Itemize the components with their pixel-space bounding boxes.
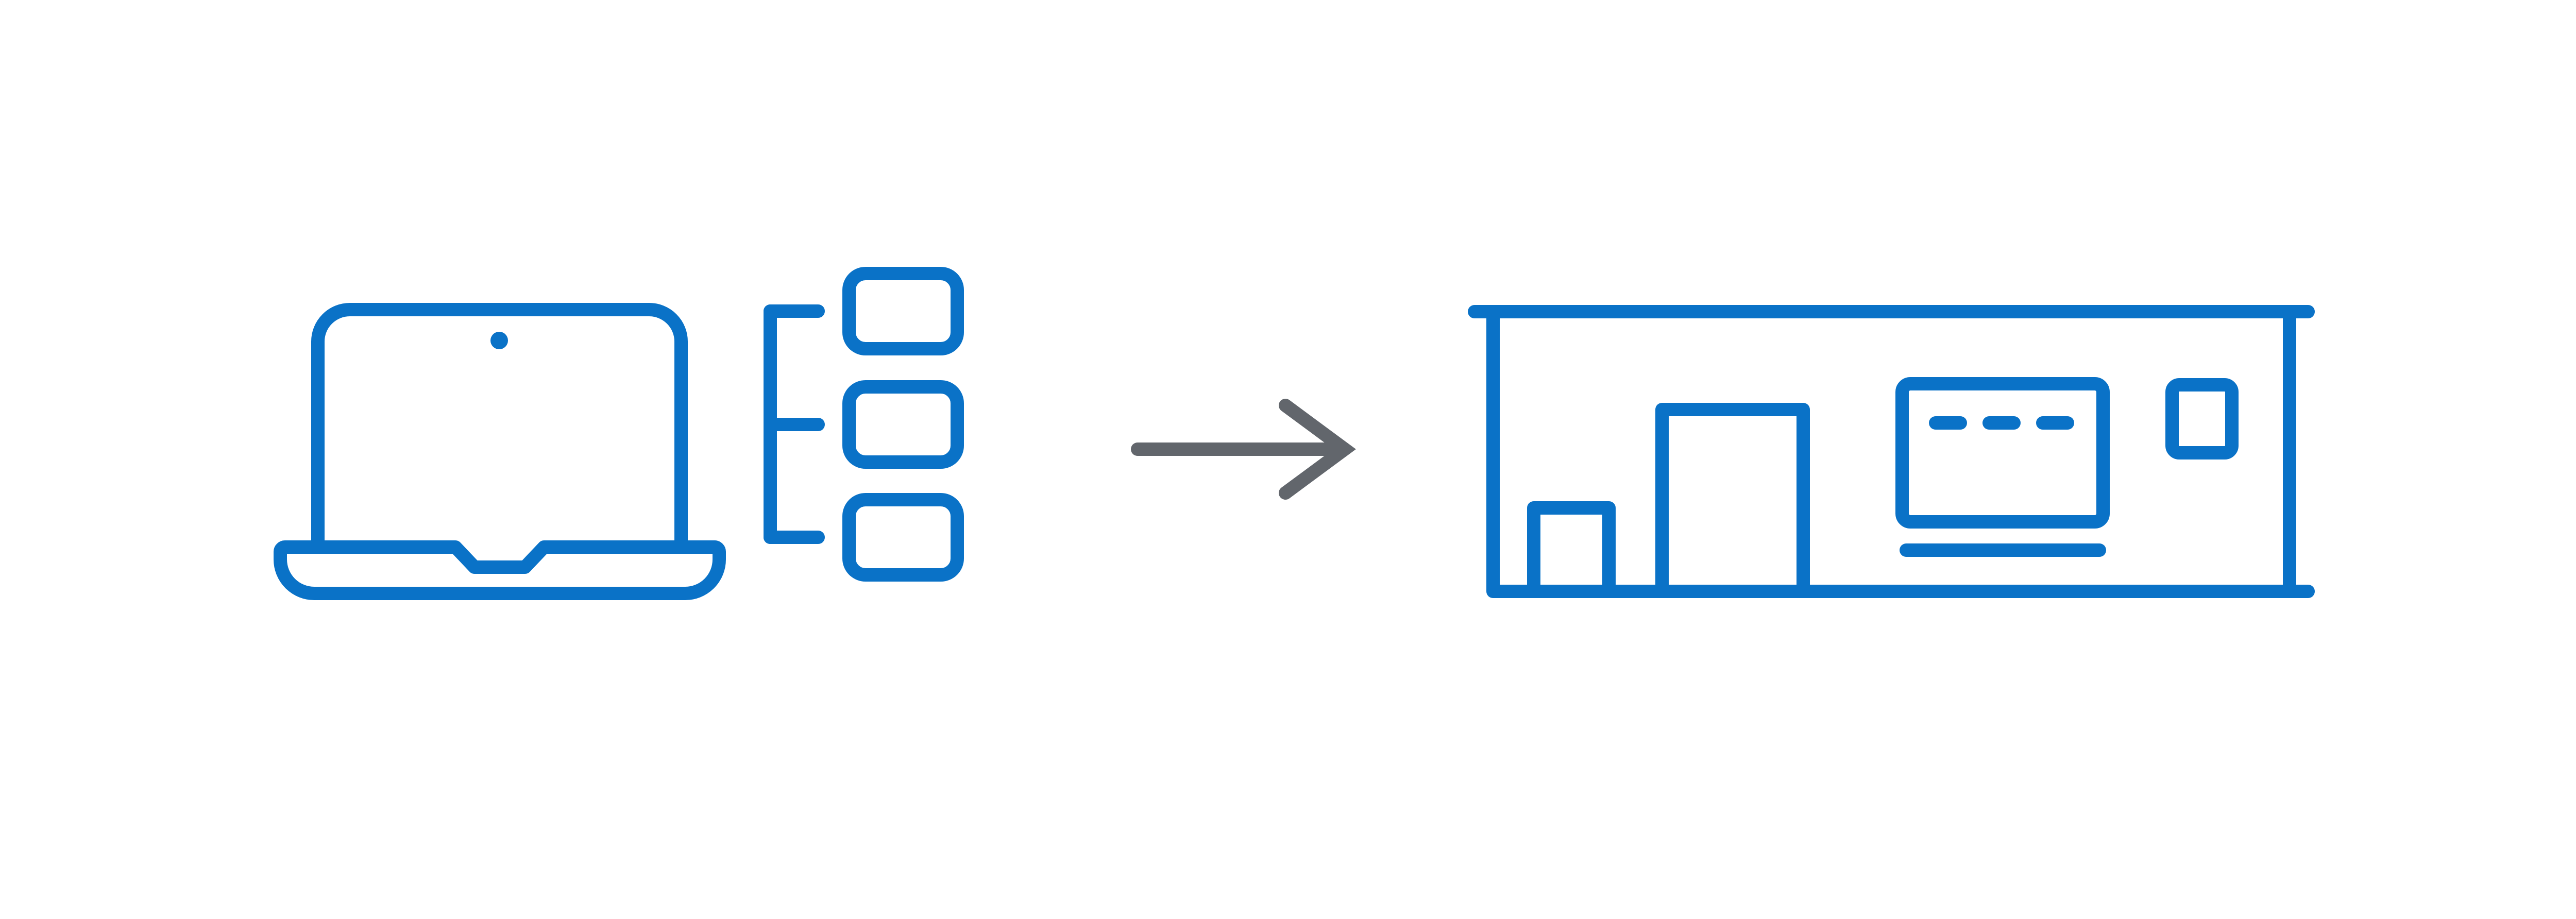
laptop-icon[interactable] <box>274 303 726 600</box>
laptop-screen-outline <box>311 303 688 547</box>
bar-chart-column-tall <box>1655 403 1810 585</box>
laptop-base <box>274 540 726 600</box>
dashboard-panel-icon[interactable] <box>1468 305 2315 598</box>
bar-chart-column-short <box>1527 501 1616 585</box>
laptop-icon-hitarea[interactable] <box>273 301 726 603</box>
screen-window <box>1895 377 2110 529</box>
tree-node-1[interactable] <box>842 267 964 355</box>
arrow-head <box>1279 399 1356 500</box>
laptop-camera-dot <box>490 332 508 349</box>
flow-arrow-icon-hitarea <box>1131 399 1352 500</box>
tree-node-2[interactable] <box>842 380 964 469</box>
dashboard-panel-icon-hitarea[interactable] <box>1466 301 2318 600</box>
flow-arrow-icon <box>1131 399 1356 500</box>
hierarchy-tree-icon-hitarea[interactable] <box>757 263 969 582</box>
hierarchy-tree-icon[interactable] <box>764 267 964 582</box>
tree-node-3[interactable] <box>842 493 964 582</box>
side-tile <box>2165 378 2239 460</box>
